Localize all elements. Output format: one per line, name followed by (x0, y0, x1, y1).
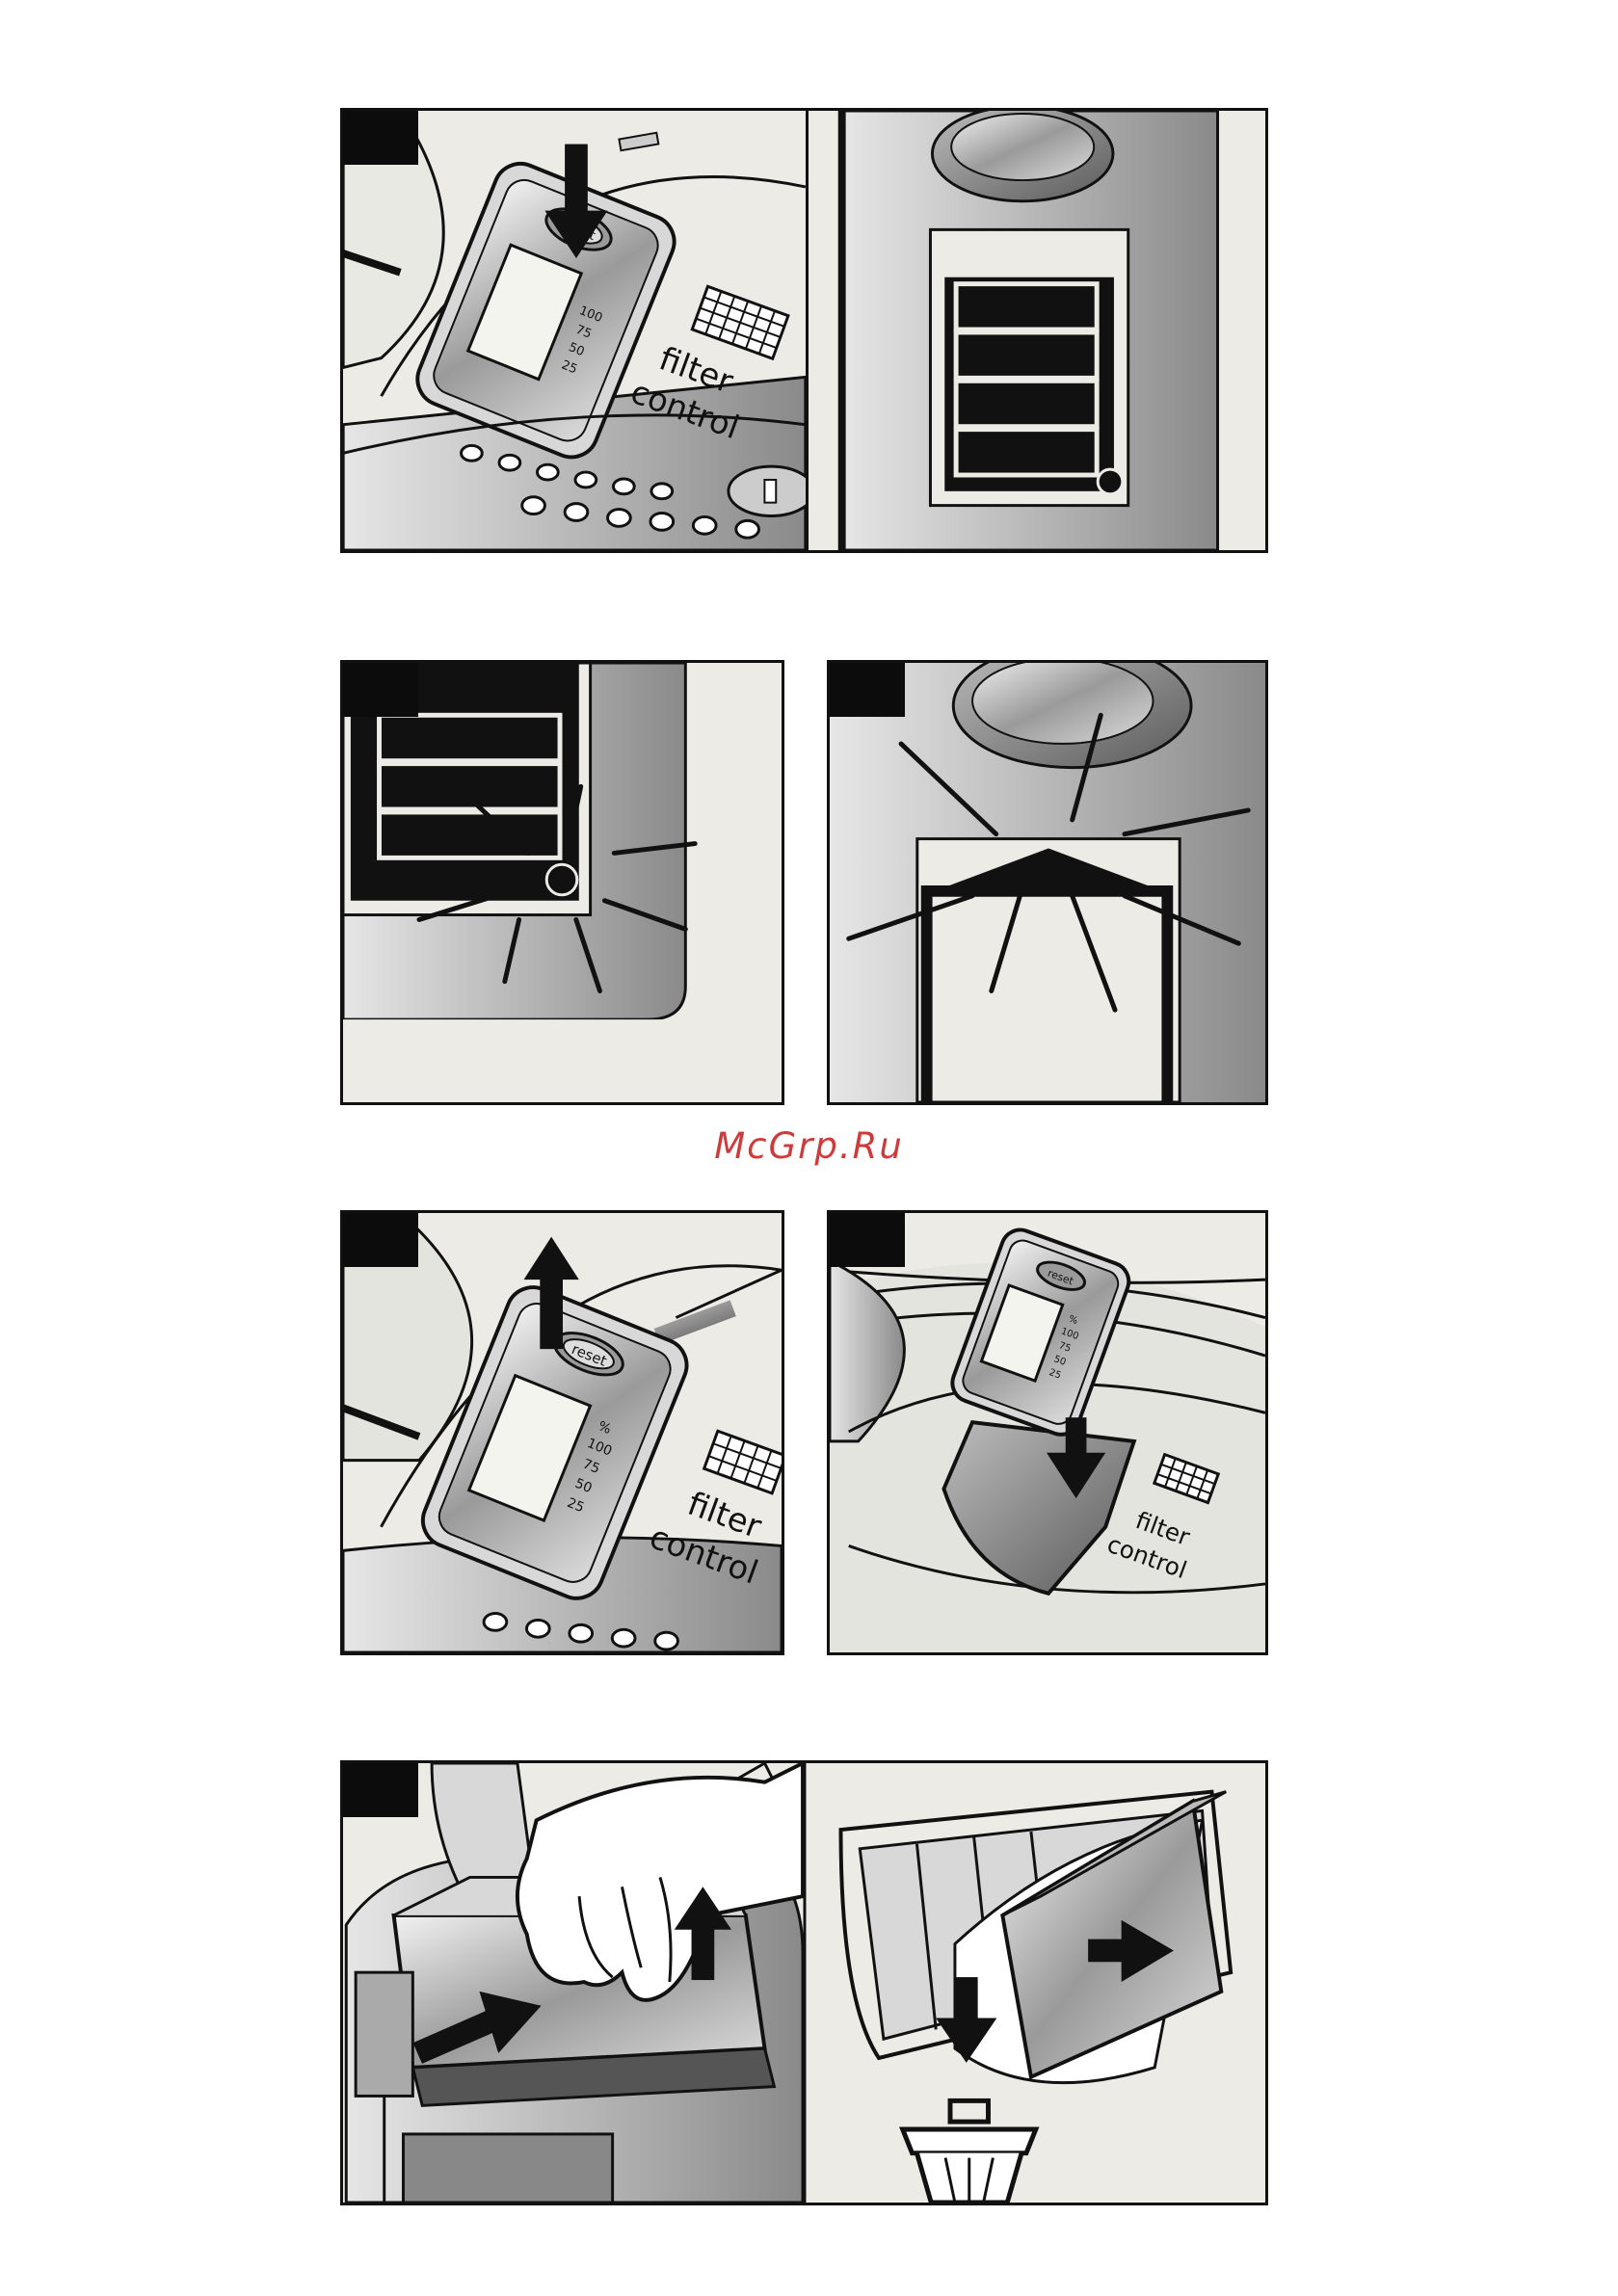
step-marker (830, 1213, 905, 1267)
flashing-triangle-illustration (830, 663, 1265, 1102)
step-2-flashing-dot-panel (340, 660, 784, 1105)
step-3-remove-module-panel: reset % 100 75 50 25 filter control (340, 1210, 784, 1655)
step-4-filter-replacement-panel (340, 1760, 1268, 2205)
step-1-indicator-full-panel (806, 108, 1268, 553)
filter-replacement-illustration (343, 1763, 1265, 2203)
indicator-dot (1098, 469, 1123, 494)
indicator-full-illustration (809, 111, 1265, 550)
indicator-bars (956, 284, 1097, 475)
filter-grid-icon (692, 286, 788, 358)
step-3-insert-module-panel: reset % 100 75 50 25 filter control (827, 1210, 1268, 1655)
reset-press-illustration: reset 100 75 50 25 filter control (343, 111, 806, 550)
step-2-flashing-triangle-panel (827, 660, 1268, 1105)
watermark-text: McGrp.Ru (0, 1125, 1618, 1167)
step-marker (343, 1213, 418, 1267)
step-1-reset-panel: reset 100 75 50 25 filter control (340, 108, 809, 553)
trash-bin-icon (903, 2100, 1036, 2203)
flashing-dot-illustration (343, 663, 782, 1102)
insert-module-illustration: reset % 100 75 50 25 filter control (830, 1213, 1265, 1652)
step-marker (343, 1763, 418, 1817)
step-marker (343, 663, 418, 717)
step-marker (343, 111, 418, 165)
filter-grid-icon (704, 1431, 782, 1493)
step-marker (830, 663, 905, 717)
remove-module-illustration: reset % 100 75 50 25 filter control (343, 1213, 782, 1652)
